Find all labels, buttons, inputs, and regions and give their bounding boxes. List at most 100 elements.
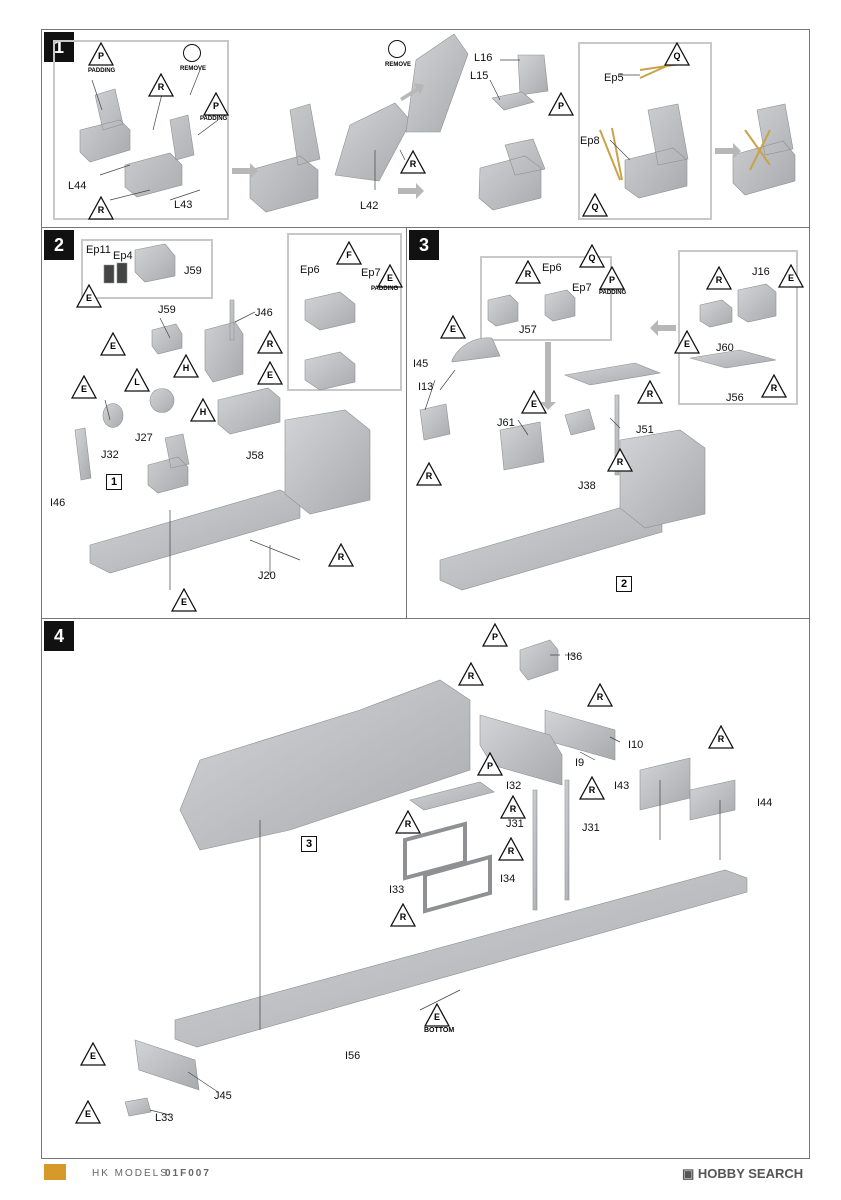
symbol-r-step1-b: R (88, 196, 114, 220)
label-ep8: Ep8 (580, 135, 600, 147)
note-padding-2: PADDING (200, 116, 228, 122)
label-ep7-step3: Ep7 (572, 282, 592, 294)
label-j31-a: J31 (506, 818, 524, 830)
symbol-q-step1-b: Q (582, 193, 608, 217)
part-j58 (217, 387, 281, 435)
label-j61: J61 (497, 417, 515, 429)
rod-j31-a (532, 789, 538, 911)
step-number-2: 2 (44, 230, 74, 260)
label-ep6-step3: Ep6 (542, 262, 562, 274)
watermark-icon: ▣ (682, 1166, 695, 1181)
symbol-r-step2-a: R (257, 330, 283, 354)
detail-seat-2 (304, 351, 356, 391)
seat-step1-right (478, 138, 546, 211)
pe-harness-on-seat (744, 129, 771, 171)
panel-l42 (334, 102, 412, 182)
seat-j57-b (544, 289, 576, 322)
step-number-3: 3 (409, 230, 439, 260)
seat-assembled-1 (249, 103, 321, 213)
label-ep7-detail: Ep7 (361, 267, 381, 279)
step3-console-box (678, 250, 798, 405)
label-i43: I43 (614, 780, 630, 792)
part-j38 (564, 408, 596, 436)
console-j16 (737, 283, 777, 323)
step1-pe-harness-box (578, 42, 712, 220)
part-j32 (102, 403, 124, 428)
symbol-r-step3-f: R (607, 448, 633, 472)
symbol-e-step2-b: E (100, 332, 126, 356)
label-ep5: Ep5 (604, 72, 624, 84)
symbol-p-step3: P (599, 266, 625, 290)
ref-step-3: 3 (301, 836, 317, 852)
step1-seat-box (53, 40, 229, 220)
arrow-step1-c (715, 143, 741, 159)
part-i43 (639, 757, 691, 811)
divider-step4 (41, 618, 810, 619)
part-i32 (409, 781, 495, 811)
brand-logo (44, 1164, 66, 1180)
symbol-p-step4-a: P (482, 623, 508, 647)
symbol-r-step4-b: R (587, 683, 613, 707)
symbol-r-step1-c: R (400, 150, 426, 174)
divider-step2-3 (406, 227, 407, 618)
arrow-step1-b (398, 183, 424, 199)
label-l16: L16 (474, 52, 493, 64)
label-i34: I34 (500, 873, 516, 885)
remove-icon (388, 40, 406, 58)
label-i45: I45 (413, 358, 429, 370)
part-i10 (544, 709, 616, 761)
label-j31-b: J31 (582, 822, 600, 834)
symbol-p-step1-a: P (88, 42, 114, 66)
ref-step-1: 1 (106, 474, 122, 490)
part-i46 (74, 427, 92, 481)
symbol-e-step2-d: E (257, 361, 283, 385)
step2-pe-panel-box (81, 239, 213, 299)
seat-j57-a (487, 294, 519, 327)
label-l42: L42 (360, 200, 379, 212)
part-i9 (479, 714, 563, 786)
label-j46: J46 (255, 307, 273, 319)
cushion-l15 (491, 91, 535, 111)
subassembly-step3 (179, 679, 471, 851)
part-l33 (124, 1097, 152, 1117)
ref-step-2: 2 (616, 576, 632, 592)
symbol-r-step4-e: R (500, 795, 526, 819)
symbol-e-step2-e: E (71, 375, 97, 399)
label-ep6-detail: Ep6 (300, 264, 320, 276)
part-j45 (134, 1039, 200, 1091)
arrow-step1-d (400, 83, 424, 101)
symbol-q-step3: Q (579, 244, 605, 268)
bulkhead-j20 (284, 409, 371, 515)
label-j32: J32 (101, 449, 119, 461)
symbol-e-step2-a: E (76, 284, 102, 308)
symbol-h-step2-a: H (173, 354, 199, 378)
label-i9: I9 (575, 757, 585, 769)
symbol-r-step3-d: R (637, 380, 663, 404)
seat-l44 (79, 88, 131, 163)
arrow-step1-a (232, 163, 258, 179)
part-j46 (204, 299, 244, 383)
symbol-r-step4-c: R (708, 725, 734, 749)
label-j16: J16 (752, 266, 770, 278)
label-j59-top: J59 (184, 265, 202, 277)
label-i32: I32 (506, 780, 522, 792)
pe-plate-ep11 (103, 264, 115, 284)
symbol-r-step3-c: R (761, 374, 787, 398)
console-j60 (699, 299, 733, 328)
label-i36: I36 (567, 651, 583, 663)
label-j45: J45 (214, 1090, 232, 1102)
symbol-r-step3-a: R (515, 260, 541, 284)
detail-seat-1 (304, 291, 356, 331)
symbol-r-step1-a: R (148, 73, 174, 97)
step3-seat-box (480, 256, 612, 341)
note-remove-1: REMOVE (180, 66, 207, 72)
divider-step1 (41, 227, 810, 228)
part-i45 (451, 337, 501, 363)
symbol-e-step4-bottom: E (424, 1003, 450, 1027)
symbol-e-step4-b: E (75, 1100, 101, 1124)
part-i36 (519, 639, 559, 681)
part-j61 (499, 421, 545, 471)
symbol-r-step3-b: R (706, 266, 732, 290)
part-i44 (689, 779, 736, 821)
symbol-e-step2-c: E (377, 264, 403, 288)
